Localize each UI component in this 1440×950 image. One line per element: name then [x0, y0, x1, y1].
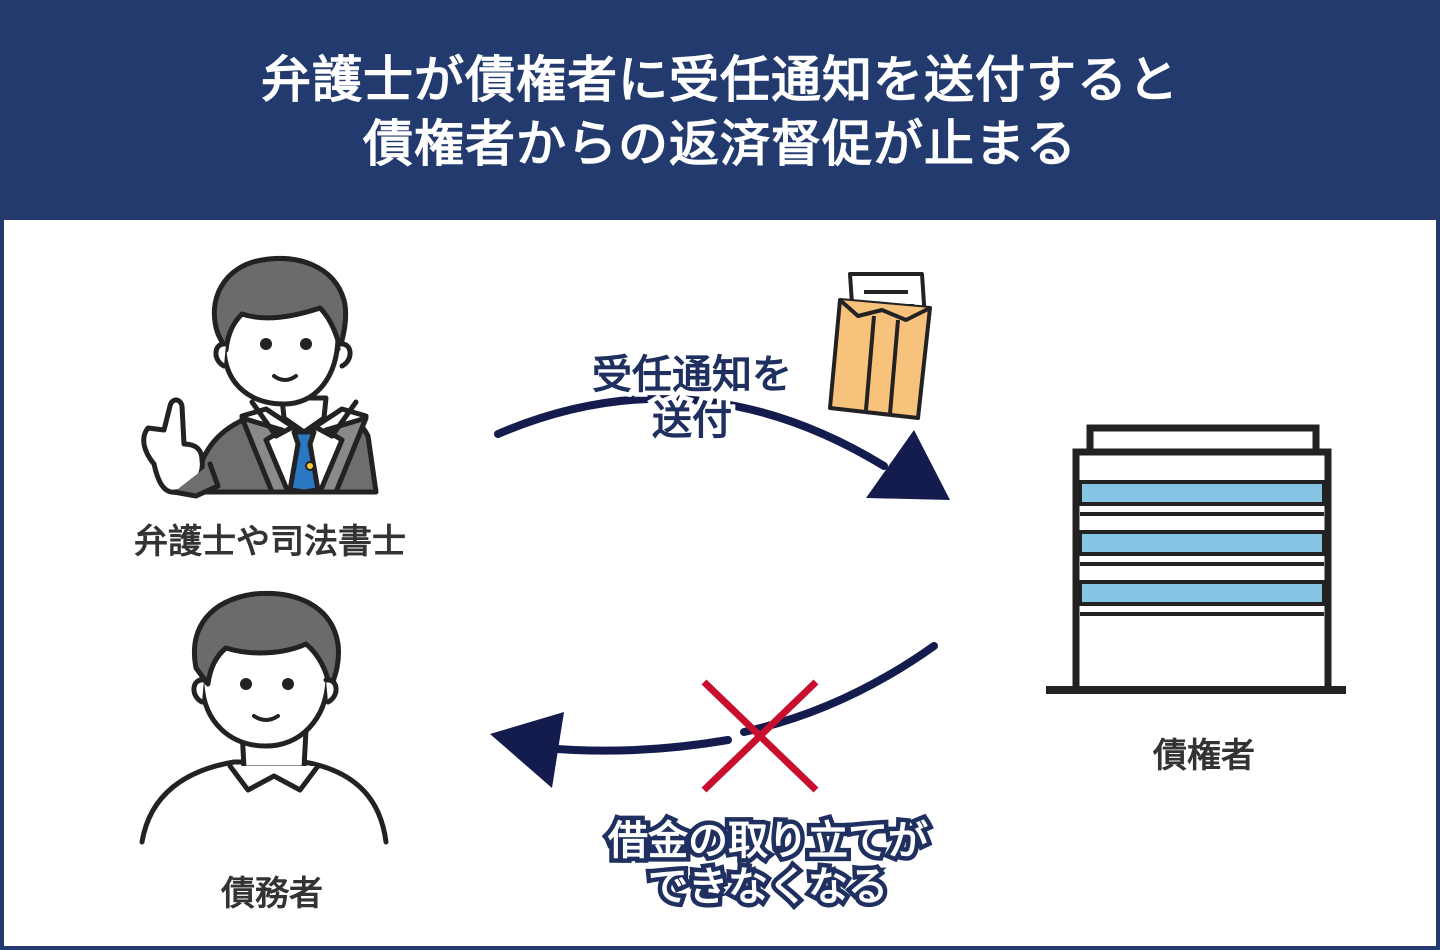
- envelope-letter-icon: [828, 272, 932, 420]
- label-debtor: 債務者: [221, 874, 323, 914]
- title-line-1: 弁護士が債権者に受任通知を送付すると: [261, 51, 1179, 109]
- callout-send-notice: 受任通知を 送付: [588, 348, 797, 449]
- callout-collection-stopped: 借金の取り立てが できなくなる: [604, 814, 933, 915]
- lawyer-person-icon: [141, 256, 379, 499]
- callout-send-line-2: 送付: [648, 394, 737, 449]
- send-arrow-line: [494, 394, 888, 470]
- office-building-icon: [1046, 424, 1346, 694]
- return-arrow-line-2: [540, 736, 732, 755]
- debtor-person-icon: [139, 590, 389, 845]
- lawyer-face: [260, 338, 312, 382]
- callout-stopped-line-1: 借金の取り立てが: [604, 814, 933, 869]
- cross-mark-icon: [701, 679, 819, 793]
- building-windows: [1078, 480, 1326, 616]
- diagram-graphics: [139, 256, 1346, 845]
- label-lawyer: 弁護士や司法書士: [134, 522, 406, 562]
- callout-stopped-line-2: できなくなる: [644, 860, 893, 915]
- title-banner: 弁護士が債権者に受任通知を送付すると 債権者からの返済督促が止まる: [4, 4, 1436, 220]
- callout-send-line-1: 受任通知を: [588, 348, 797, 403]
- send-arrow-head: [866, 430, 950, 500]
- title-line-2: 債権者からの返済督促が止まる: [363, 115, 1077, 173]
- return-arrow-head: [490, 712, 564, 788]
- debtor-face: [240, 678, 294, 722]
- label-creditor: 債権者: [1153, 736, 1255, 776]
